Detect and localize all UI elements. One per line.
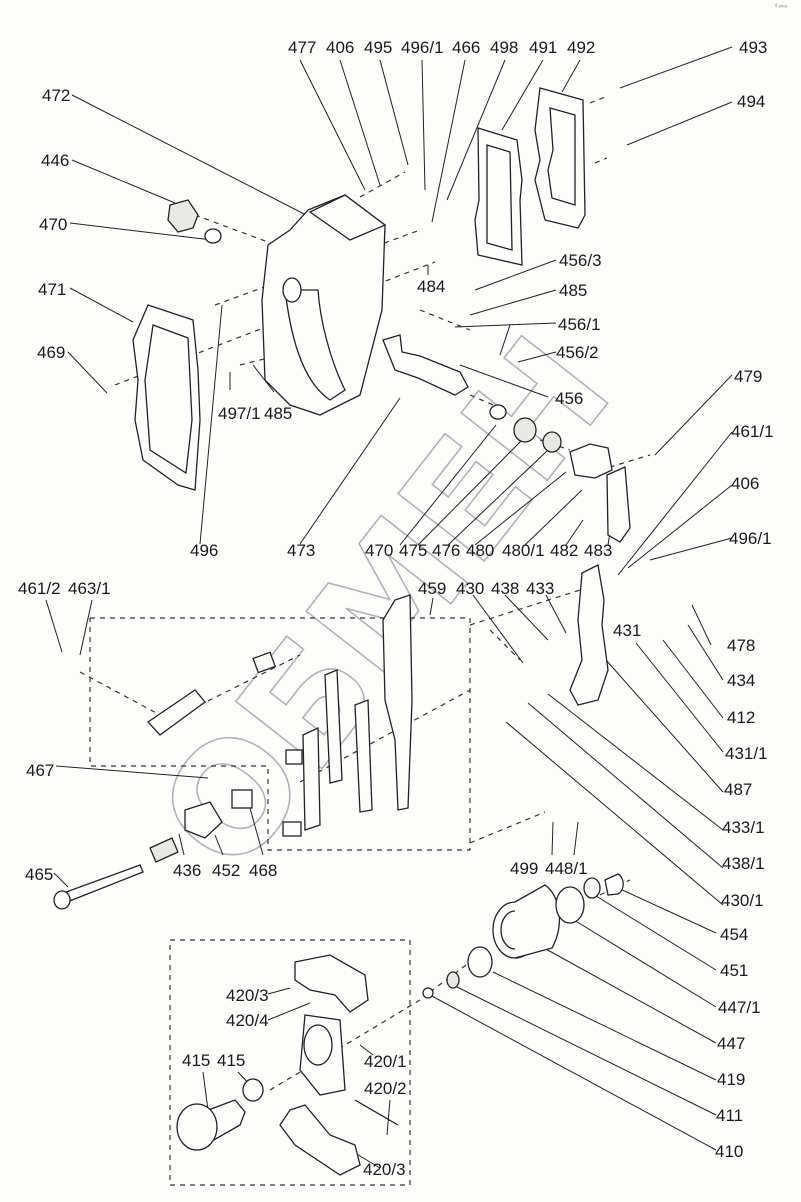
label-472: 472 <box>42 86 70 105</box>
label-430-1: 430/1 <box>721 891 764 910</box>
label-406: 406 <box>326 38 354 57</box>
label-452: 452 <box>212 861 240 880</box>
label-476: 476 <box>432 541 460 560</box>
label-438: 438 <box>491 579 519 598</box>
flyweight-420-3a <box>294 954 369 1013</box>
label-410: 410 <box>715 1142 743 1161</box>
bearing-447-1 <box>555 886 585 924</box>
label-496-1b: 496/1 <box>729 529 772 548</box>
label-499: 499 <box>510 859 538 878</box>
label-494: 494 <box>737 92 765 111</box>
label-446: 446 <box>41 151 69 170</box>
label-451: 451 <box>720 961 748 980</box>
label-406b: 406 <box>731 474 759 493</box>
flyweight-420-3b <box>279 1104 361 1176</box>
label-415a: 415 <box>182 1051 210 1070</box>
label-491: 491 <box>529 38 557 57</box>
label-431: 431 <box>613 621 641 640</box>
label-456-3: 456/3 <box>559 251 602 270</box>
label-411: 411 <box>716 1106 743 1125</box>
label-459: 459 <box>418 579 446 598</box>
label-456-2: 456/2 <box>556 343 599 362</box>
label-466: 466 <box>452 38 480 57</box>
block-468 <box>231 789 253 809</box>
label-420-4: 420/4 <box>226 1011 269 1030</box>
label-483: 483 <box>584 541 612 560</box>
corner-mark: ᵈ ∞∞ <box>775 3 788 10</box>
label-419: 419 <box>717 1070 745 1089</box>
label-485: 485 <box>559 281 587 300</box>
label-434: 434 <box>727 671 755 690</box>
label-436: 436 <box>173 861 201 880</box>
leader-lines <box>45 46 733 1169</box>
plug-446 <box>167 199 199 233</box>
label-470: 470 <box>39 215 67 234</box>
label-487: 487 <box>724 780 752 799</box>
label-469: 469 <box>37 343 65 362</box>
label-456: 456 <box>555 389 583 408</box>
label-470b: 470 <box>365 541 393 560</box>
label-420-3a: 420/3 <box>226 986 269 1005</box>
label-478: 478 <box>727 636 755 655</box>
link-plate <box>147 689 206 736</box>
label-456-1: 456/1 <box>558 315 601 334</box>
lever-480 <box>569 443 613 479</box>
shaft-473 <box>382 334 469 396</box>
label-468: 468 <box>249 861 277 880</box>
lever-487 <box>569 564 609 706</box>
label-412: 412 <box>727 708 755 727</box>
label-420-1: 420/1 <box>364 1052 407 1071</box>
spring-436 <box>149 837 179 863</box>
label-467: 467 <box>26 761 54 780</box>
bolt-465 <box>57 864 144 905</box>
label-497-1: 497/1 <box>218 404 261 423</box>
label-461-2: 461/2 <box>18 579 61 598</box>
o-ring-470 <box>204 228 222 244</box>
label-475: 475 <box>399 541 427 560</box>
label-473: 473 <box>287 541 315 560</box>
parts <box>53 87 631 1176</box>
label-430: 430 <box>456 579 484 598</box>
label-433-1: 433/1 <box>722 818 765 837</box>
label-492: 492 <box>567 38 595 57</box>
label-465: 465 <box>25 865 53 884</box>
label-461-1: 461/1 <box>731 422 774 441</box>
label-420-3b: 420/3 <box>363 1160 406 1179</box>
part-labels: 477 406 495 496/1 466 498 491 492 493 49… <box>18 38 774 1179</box>
label-471: 471 <box>38 280 66 299</box>
label-447: 447 <box>717 1034 745 1053</box>
label-448-1: 448/1 <box>545 859 588 878</box>
label-495: 495 <box>364 38 392 57</box>
label-496: 496 <box>190 541 218 560</box>
label-438-1: 438/1 <box>722 854 765 873</box>
label-454: 454 <box>720 925 748 944</box>
label-479: 479 <box>734 367 762 386</box>
label-447-1: 447/1 <box>718 998 761 1017</box>
label-498: 498 <box>490 38 518 57</box>
label-480: 480 <box>466 541 494 560</box>
label-482: 482 <box>550 541 578 560</box>
label-493: 493 <box>739 38 767 57</box>
label-484: 484 <box>417 277 445 296</box>
label-496-1: 496/1 <box>401 38 444 57</box>
label-463-1: 463/1 <box>68 579 111 598</box>
label-431-1: 431/1 <box>725 744 768 763</box>
label-477: 477 <box>288 38 316 57</box>
label-485b: 485 <box>264 404 292 423</box>
label-415b: 415 <box>217 1051 245 1070</box>
label-433: 433 <box>526 579 554 598</box>
label-420-2: 420/2 <box>364 1079 407 1098</box>
lever-483 <box>606 466 631 543</box>
label-480-1: 480/1 <box>502 541 545 560</box>
block-452 <box>184 801 223 839</box>
